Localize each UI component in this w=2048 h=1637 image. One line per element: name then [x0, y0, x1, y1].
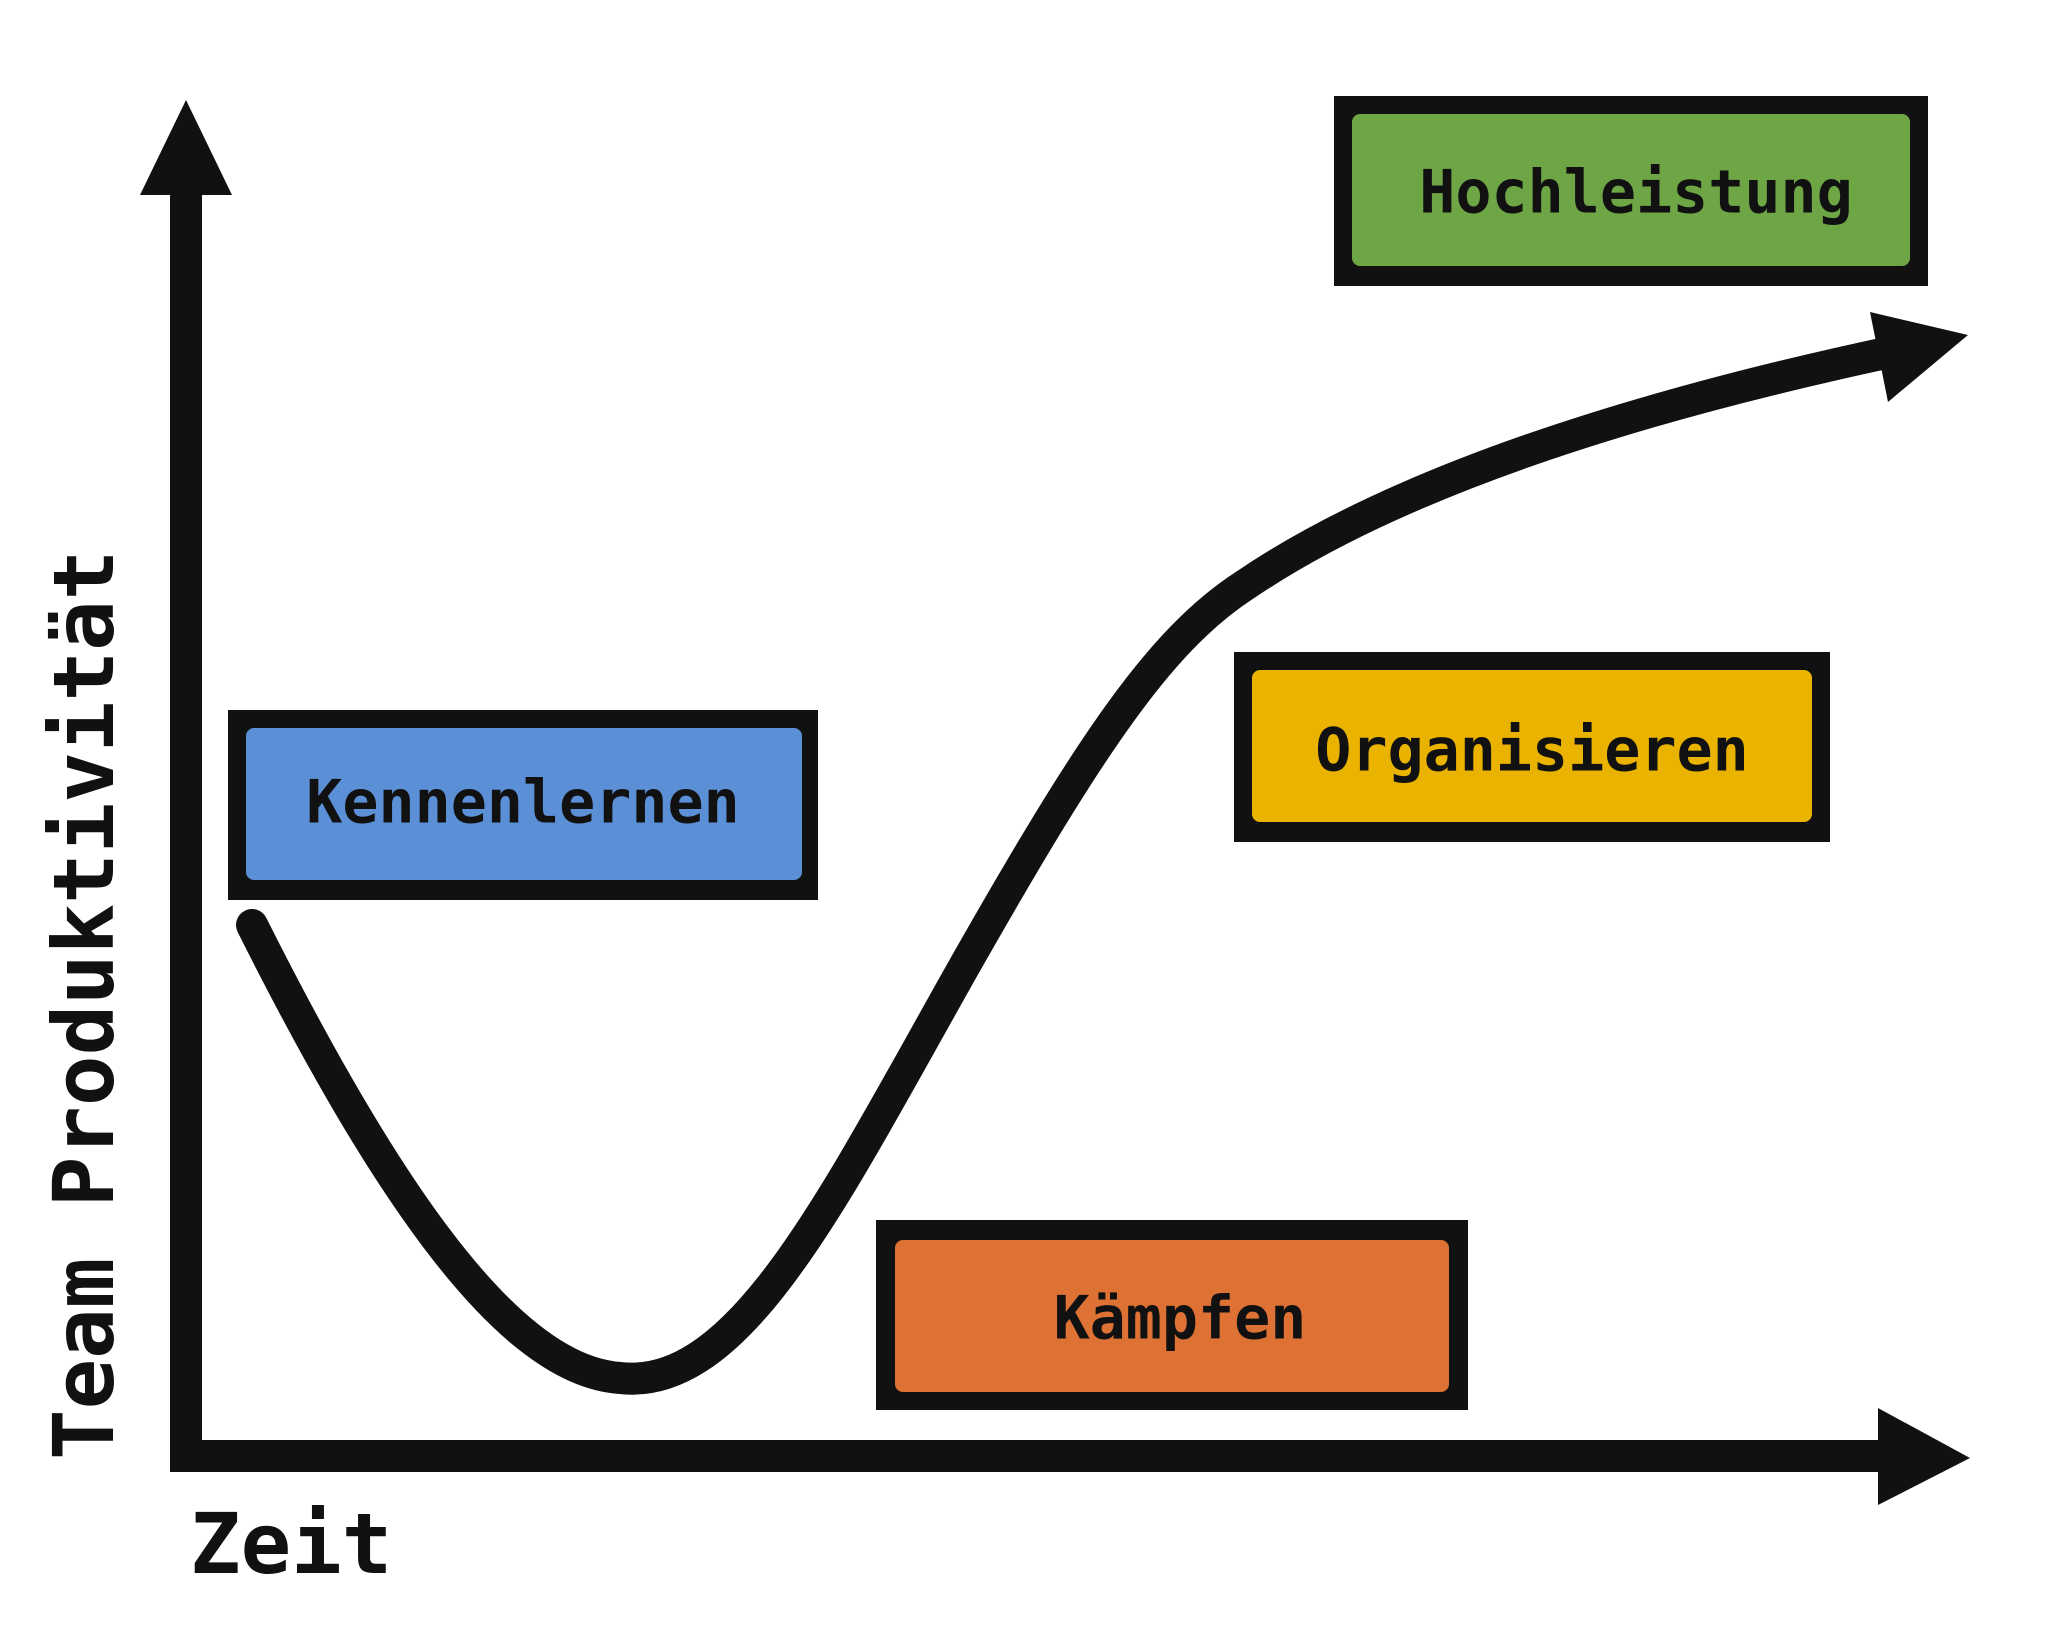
y-axis-label: Team Produktivität [35, 550, 133, 1460]
stage-fill-kennenlernen [246, 728, 802, 880]
stage-label-kennenlernen: Kennenlernen [306, 768, 739, 838]
y-axis [140, 100, 232, 1470]
stage-label-organisieren: Organisieren [1315, 716, 1748, 786]
x-axis-label: Zeit [190, 1495, 392, 1593]
stage-box-hochleistung: Hochleistung [1334, 96, 1928, 286]
x-axis [170, 1408, 1970, 1505]
productivity-curve [236, 312, 1968, 1395]
stage-label-kaempfen: Kämpfen [1054, 1284, 1307, 1354]
stage-box-organisieren: Organisieren [1234, 652, 1830, 842]
y-axis-arrowhead [140, 100, 232, 195]
x-axis-arrowhead [1878, 1408, 1970, 1505]
stage-fill-kaempfen [895, 1240, 1449, 1392]
stage-fill-hochleistung [1352, 114, 1910, 266]
stage-fill-organisieren [1252, 670, 1812, 822]
stage-box-kennenlernen: Kennenlernen [228, 710, 818, 900]
stage-label-hochleistung: Hochleistung [1419, 158, 1852, 228]
stage-box-kaempfen: Kämpfen [876, 1220, 1468, 1410]
curve-arrowhead [1870, 312, 1968, 402]
